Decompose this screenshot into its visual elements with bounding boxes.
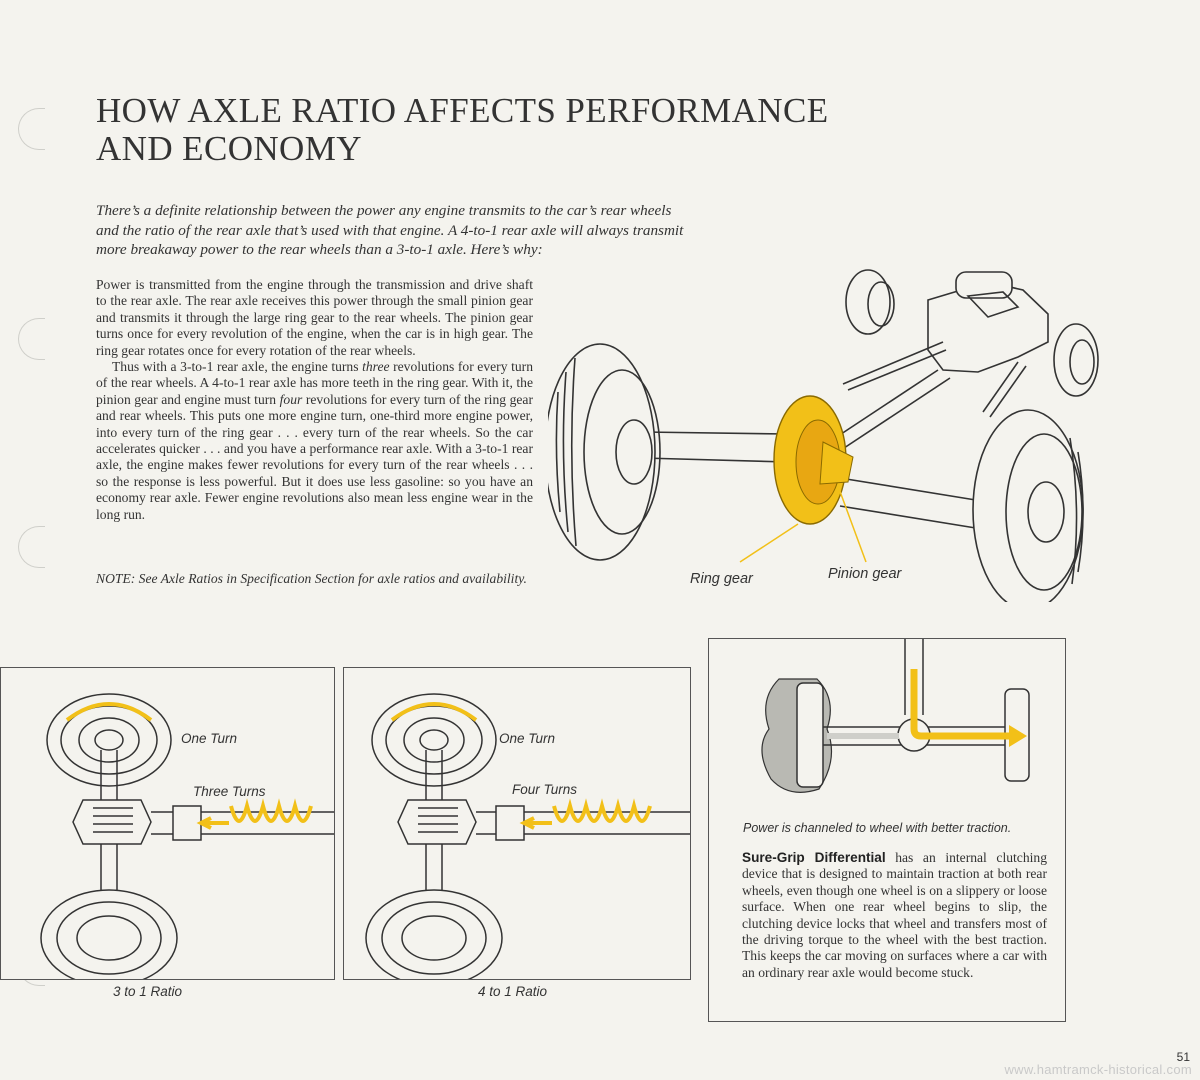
- body-text: Power is transmitted from the engine thr…: [96, 277, 533, 523]
- rear-axle-illustration: [548, 269, 1099, 602]
- four-turns-label: Four Turns: [512, 782, 578, 797]
- panel-sure-grip: Power is channeled to wheel with better …: [708, 638, 1066, 1022]
- one-turn-label: One Turn: [181, 731, 238, 746]
- body-paragraph-2: Thus with a 3-to-1 rear axle, the engine…: [96, 359, 533, 522]
- ring-gear-label: Ring gear: [690, 571, 753, 587]
- ring-gear-graphic: [773, 395, 854, 525]
- note-text: NOTE: See Axle Ratios in Specification S…: [96, 571, 527, 586]
- binder-hole: [18, 108, 45, 150]
- page-number: 51: [1176, 1050, 1190, 1064]
- pinion-gear-label: Pinion gear: [828, 566, 902, 582]
- intro-line: and the ratio of the rear axle that’s us…: [96, 221, 684, 239]
- one-turn-label: One Turn: [499, 731, 556, 746]
- page-title-line-2: AND ECONOMY: [96, 129, 362, 168]
- binder-hole: [18, 318, 45, 360]
- panel-3-to-1: One Turn Three Turns: [0, 667, 335, 987]
- sure-grip-caption: Power is channeled to wheel with better …: [743, 821, 1012, 835]
- intro-line: There’s a definite relationship between …: [96, 202, 672, 219]
- sure-grip-diagram: [761, 639, 1030, 793]
- emphasis-three: three: [362, 359, 390, 375]
- binder-hole: [18, 526, 45, 568]
- three-turns-label: Three Turns: [193, 784, 266, 799]
- sure-grip-text: Sure-Grip Differential has an internal c…: [742, 850, 1047, 980]
- page-title: HOW AXLE RATIO AFFECTS PERFORMANCE AND E…: [96, 92, 829, 168]
- sure-grip-heading: Sure-Grip Differential: [742, 850, 886, 865]
- watermark: www.hamtramck-historical.com: [1004, 1062, 1192, 1077]
- body-paragraph-1: Power is transmitted from the engine thr…: [96, 277, 533, 358]
- three-to-one-caption: 3 to 1 Ratio: [113, 984, 183, 999]
- intro-line: more breakaway power to the rear wheels …: [96, 241, 543, 258]
- intro-paragraph: There’s a definite relationship between …: [96, 201, 761, 260]
- four-to-one-caption: 4 to 1 Ratio: [478, 984, 548, 999]
- four-to-one-diagram: [365, 693, 690, 987]
- panel-4-to-1: One Turn Four Turns: [343, 667, 691, 987]
- emphasis-four: four: [279, 391, 303, 407]
- three-to-one-diagram: [40, 693, 334, 987]
- page-title-line-1: HOW AXLE RATIO AFFECTS PERFORMANCE: [96, 91, 829, 130]
